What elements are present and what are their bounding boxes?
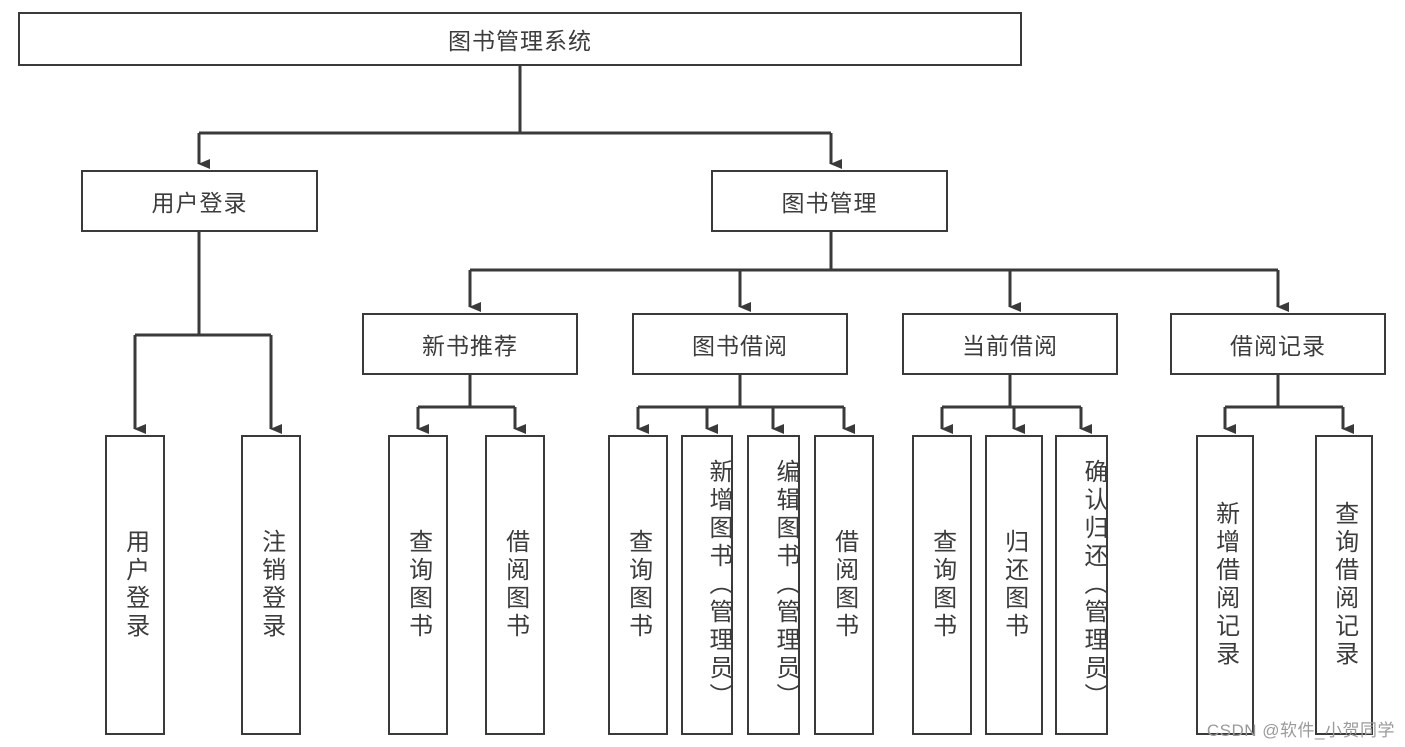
leaf-borrow-book-borrow[interactable]: 借阅图书: [814, 435, 874, 735]
node-root-system[interactable]: 图书管理系统: [18, 12, 1022, 66]
leaf-query-book-recommend[interactable]: 查询图书: [388, 435, 448, 735]
node-user-login[interactable]: 用户登录: [81, 170, 318, 232]
node-current-borrow[interactable]: 当前借阅: [902, 313, 1118, 375]
node-book-management[interactable]: 图书管理: [711, 170, 948, 232]
leaf-add-borrow-record[interactable]: 新增借阅记录: [1196, 435, 1254, 735]
csdn-watermark: CSDN @软件_小贺同学: [1206, 721, 1395, 740]
leaf-add-book-admin[interactable]: 新增图书（管理员）: [681, 435, 733, 735]
node-borrow-record[interactable]: 借阅记录: [1170, 313, 1386, 375]
leaf-return-book[interactable]: 归还图书: [985, 435, 1043, 735]
leaf-user-login[interactable]: 用户登录: [105, 435, 165, 735]
leaf-logout[interactable]: 注销登录: [241, 435, 301, 735]
leaf-query-book-current[interactable]: 查询图书: [912, 435, 972, 735]
leaf-borrow-book-recommend[interactable]: 借阅图书: [485, 435, 545, 735]
leaf-query-book-borrow[interactable]: 查询图书: [608, 435, 668, 735]
leaf-confirm-return-admin[interactable]: 确认归还（管理员）: [1055, 435, 1108, 735]
node-new-book-recommend[interactable]: 新书推荐: [362, 313, 578, 375]
leaf-query-borrow-record[interactable]: 查询借阅记录: [1315, 435, 1373, 735]
node-book-borrow[interactable]: 图书借阅: [632, 313, 848, 375]
leaf-edit-book-admin[interactable]: 编辑图书（管理员）: [747, 435, 800, 735]
